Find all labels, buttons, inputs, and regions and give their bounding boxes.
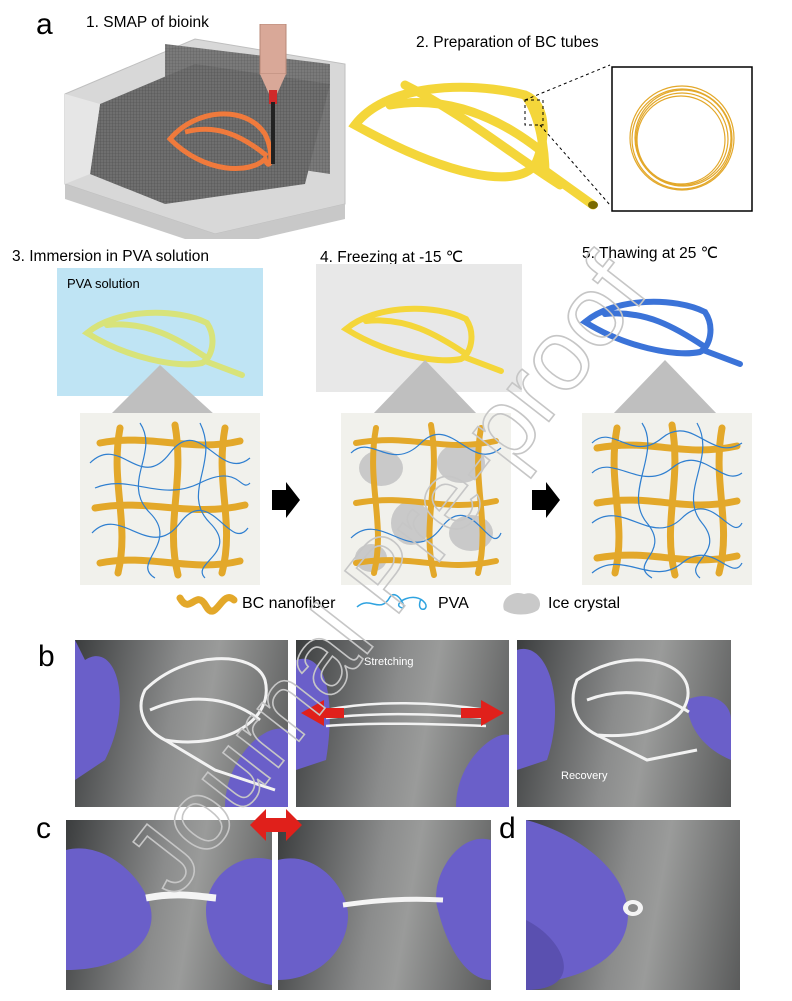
ice-crystal-legend-icon [503, 592, 541, 615]
step-3-title: 3. Immersion in PVA solution [12, 248, 209, 265]
tube-stretched-right [278, 838, 491, 980]
network-frozen [341, 413, 511, 585]
panel-d-letter: d [499, 812, 516, 845]
photo-b-recovery: Recovery [517, 640, 731, 807]
bc-tube-illustration [348, 64, 611, 210]
tube-cross-section [611, 66, 753, 212]
recovered-vessel [517, 648, 731, 770]
panel-c-letter: c [36, 812, 51, 845]
frozen-tube [340, 305, 504, 374]
legend-pva-label: PVA [438, 595, 469, 612]
network-before [80, 413, 260, 585]
arrow-left-icon [301, 700, 344, 726]
photo-b-relaxed [75, 640, 288, 807]
photo-b-stretching: Stretching [296, 640, 509, 807]
thawed-tube [579, 298, 743, 367]
printing-bath-illustration [64, 24, 346, 239]
legend-bc-label: BC nanofiber [242, 595, 336, 612]
step-5-title: 5. Thawing at 25 ℃ [582, 245, 719, 262]
legend-ice-label: Ice crystal [548, 595, 621, 612]
pva-coated-tube [81, 309, 245, 378]
step-2-title: 2. Preparation of BC tubes [416, 34, 599, 51]
tube-held-left [66, 848, 272, 985]
arrow-step-3-to-4 [272, 482, 300, 518]
stretched-vessel [296, 658, 509, 807]
recovery-label: Recovery [561, 770, 608, 782]
step-4-title: 4. Freezing at -15 ℃ [320, 249, 464, 266]
relaxed-vessel [75, 640, 288, 807]
stretching-label: Stretching [364, 656, 414, 668]
photo-c-stretched [278, 820, 491, 990]
pva-solution-label: PVA solution [67, 276, 140, 291]
arrow-right-icon [461, 700, 504, 726]
network-thawed [582, 413, 752, 585]
step-1-title: 1. SMAP of bioink [86, 14, 209, 31]
tube-opening [526, 820, 643, 990]
zoom-callouts [110, 360, 718, 415]
panel-b-letter: b [38, 640, 55, 673]
photo-d-cross-section [526, 820, 740, 990]
double-arrow-icon [250, 809, 302, 841]
photo-c-held [66, 820, 272, 990]
panel-a-letter: a [36, 8, 53, 41]
pva-legend-icon [356, 594, 427, 610]
bc-nanofiber-legend-icon [176, 594, 238, 615]
arrow-step-4-to-5 [532, 482, 560, 518]
